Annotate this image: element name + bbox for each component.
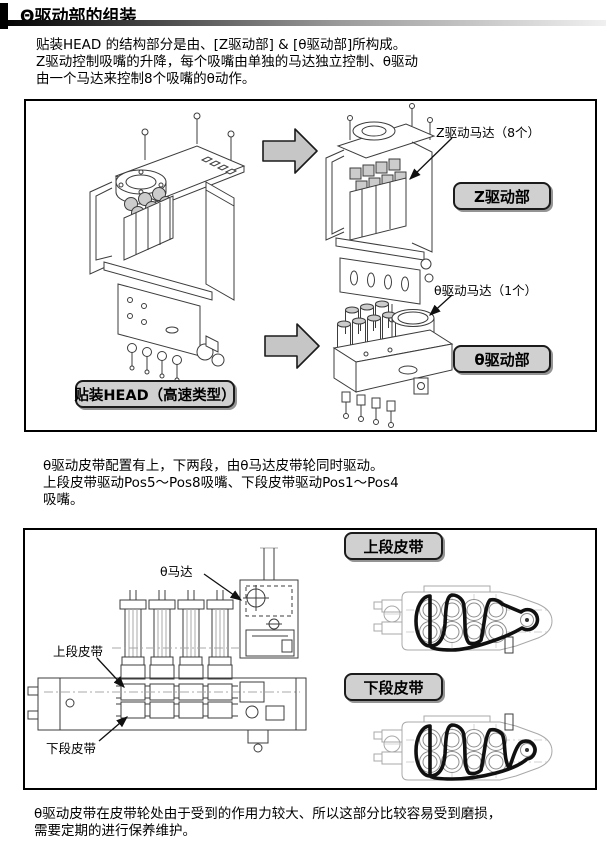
footer-paragraph: θ驱动皮带在皮带轮处由于受到的作用力较大、所以这部分比较容易受到磨损， 需要定期… — [34, 806, 501, 840]
footer-line-1: θ驱动皮带在皮带轮处由于受到的作用力较大、所以这部分比较容易受到磨损， — [34, 806, 502, 822]
intro-line-1: 贴装HEAD 的结构部分是由、[Z驱动部] & [θ驱动部]所构成。 — [36, 37, 407, 53]
lower-belt-button: 下段皮带 — [344, 673, 443, 701]
theta-unit-button: θ驱动部 — [453, 345, 551, 373]
head-type-button: 贴装HEAD（高速类型） — [74, 380, 236, 408]
lower-belt-callout-label: 下段皮带 — [46, 741, 97, 756]
middle-line-2: 上段皮带驱动Pos5～Pos8吸嘴、下段皮带驱动Pos1～Pos4 — [43, 475, 399, 491]
middle-paragraph: θ驱动皮带配置有上，下两段，由θ马达皮带轮同时驱动。 上段皮带驱动Pos5～Po… — [43, 458, 399, 509]
upper-belt-callout-label: 上段皮带 — [53, 644, 104, 659]
footer-line-2: 需要定期的进行保养维护。 — [34, 823, 196, 839]
middle-line-3: 吸嘴。 — [43, 492, 84, 508]
theta-motor-front-callout-label: θ马达 — [160, 564, 193, 579]
z-unit-button: Z驱动部 — [453, 182, 551, 210]
middle-line-1: θ驱动皮带配置有上，下两段，由θ马达皮带轮同时驱动。 — [43, 458, 384, 474]
figure2-frame — [23, 528, 597, 790]
intro-paragraph: 贴装HEAD 的结构部分是由、[Z驱动部] & [θ驱动部]所构成。 Z驱动控制… — [36, 37, 418, 88]
theta-motor-callout-label: θ驱动马达（1个） — [434, 283, 538, 298]
z-motor-callout-label: Z驱动马达（8个） — [436, 125, 541, 140]
upper-belt-button: 上段皮带 — [344, 532, 443, 560]
title-gradient-rule — [8, 20, 606, 26]
intro-line-3: 由一个马达来控制8个吸嘴的θ动作。 — [36, 71, 256, 87]
intro-line-2: Z驱动控制吸嘴的升降，每个吸嘴由单独的马达独立控制、θ驱动 — [36, 54, 419, 70]
title-accent-square — [0, 3, 8, 29]
